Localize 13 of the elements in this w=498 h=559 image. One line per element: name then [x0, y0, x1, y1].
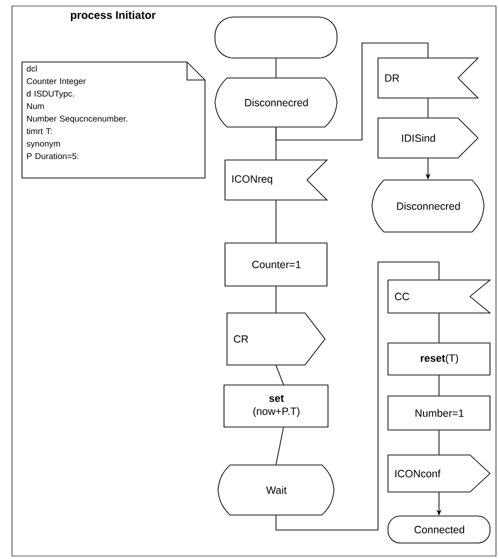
task-box: reset(T) [388, 342, 490, 376]
flow-line [276, 42, 428, 140]
flow-line [276, 365, 284, 385]
terminal-symbol [214, 16, 338, 58]
flow-line [276, 427, 284, 465]
flow-line [438, 430, 440, 455]
task-box: Number=1 [388, 396, 490, 430]
flow-line [438, 375, 440, 396]
flow-line [438, 313, 440, 343]
title: process Initiator [70, 10, 156, 22]
flow-line [276, 262, 440, 530]
task-box: set (now+P.T) [224, 384, 328, 428]
task-box: Counter=1 [224, 242, 328, 286]
